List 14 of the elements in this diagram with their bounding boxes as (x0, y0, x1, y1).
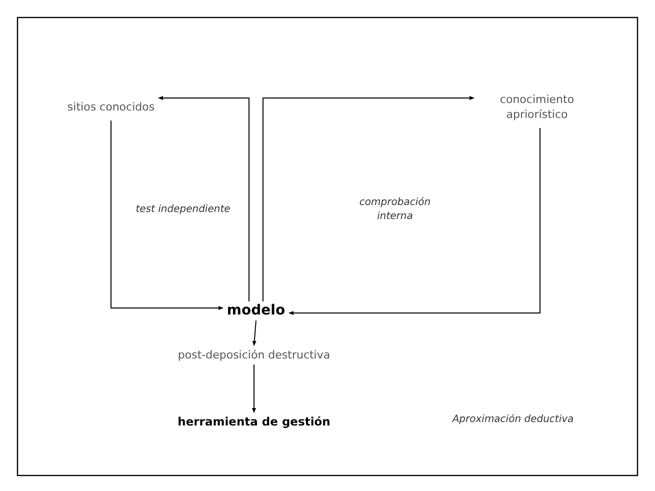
arrow (262, 96, 474, 302)
note-text: Aproximación deductiva (451, 413, 575, 427)
node-text: modelo (226, 304, 286, 318)
arrow (158, 96, 250, 302)
arrow (110, 120, 224, 310)
arrow (252, 320, 256, 346)
node-text: sitios conocidos (67, 100, 155, 114)
arrow (288, 128, 540, 315)
arrow (252, 364, 256, 413)
node-text: herramienta de gestión (178, 414, 330, 430)
node-text: conocimiento apriorístico (478, 92, 596, 122)
node-text: post-deposición destructiva (178, 348, 330, 362)
note-text: comprobación interna (358, 196, 432, 224)
note-text: test independiente (134, 203, 232, 217)
